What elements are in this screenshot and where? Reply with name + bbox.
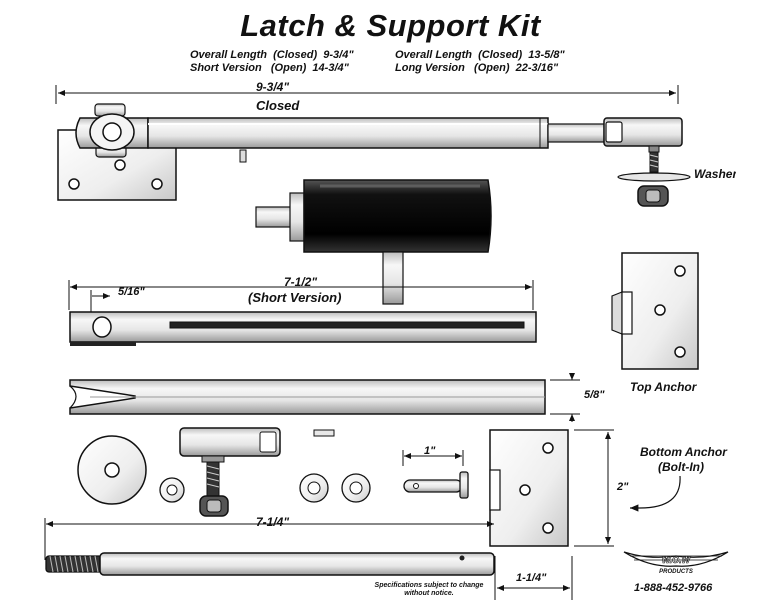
page-title: Latch & Support Kit: [240, 8, 541, 43]
rod-end-label: 1-1/4": [516, 572, 547, 584]
spec-note: Specifications subject to change without…: [368, 582, 490, 598]
closed-length-label: 9-3/4": [256, 80, 290, 94]
svg-text:W.O.W: W.O.W: [662, 555, 692, 565]
short-version-label: (Short Version): [248, 290, 342, 305]
latch-end-part: [179, 427, 281, 457]
inner-rod: [547, 123, 605, 143]
rod-length-label: 7-1/4": [256, 515, 290, 529]
assembled-latch: [55, 85, 691, 207]
bolt-in-label: (Bolt-In): [658, 460, 704, 474]
outer-tube: [147, 117, 549, 149]
spec-note-line1: Specifications subject to change: [374, 582, 484, 589]
long-slotted-tube: [69, 373, 580, 422]
spec-long-closed: Overall Length (Closed) 13-5/8": [395, 49, 565, 61]
wow-logo: W.O.W: [623, 551, 729, 567]
threaded-rod: [44, 518, 573, 600]
washer: [617, 172, 691, 182]
damper-cylinder: [255, 179, 492, 305]
short-version-tube: [68, 280, 537, 346]
bracket-hole: [114, 159, 126, 171]
spec-short-closed: Overall Length (Closed) 9-3/4": [190, 49, 354, 61]
top-anchor: [611, 252, 699, 370]
spec-long-open: Long Version (Open) 22-3/16": [395, 62, 559, 74]
latch-end-block: [603, 117, 683, 147]
phone-number: 1-888-452-9766: [634, 582, 713, 594]
closed-label: Closed: [256, 98, 300, 113]
logo-subtitle: PRODUCTS: [659, 569, 693, 575]
spec-note-line2: without notice.: [404, 590, 454, 597]
diameter-label: 5/8": [584, 389, 605, 401]
bottom-anchor-label: Bottom Anchor: [640, 445, 727, 459]
short-length-label: 7-1/2": [284, 275, 318, 289]
bottom-anchor: [489, 429, 681, 547]
bracket-hole: [68, 178, 80, 190]
pin: [403, 479, 463, 493]
top-anchor-label: Top Anchor: [630, 380, 697, 394]
washer-label: Washer: [694, 167, 736, 181]
small-parts: [77, 427, 469, 517]
pin-length-label: 1": [424, 445, 436, 457]
spec-short-open: Short Version (Open) 14-3/4": [190, 62, 349, 74]
offset-label: 5/16": [118, 286, 145, 298]
anchor-height-label: 2": [617, 481, 629, 493]
bracket-hole: [151, 178, 163, 190]
